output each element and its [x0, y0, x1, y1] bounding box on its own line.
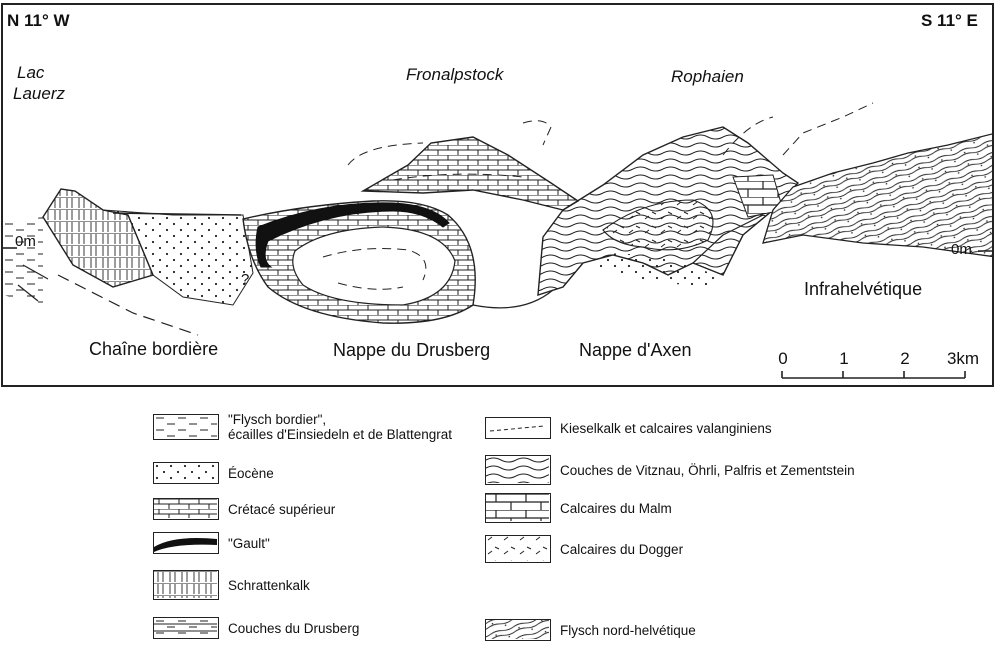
unit-label-axen: Nappe d'Axen — [579, 340, 692, 360]
fronalpstock-dashes-2 — [347, 142, 424, 166]
legend-swatch-gault — [153, 532, 219, 554]
legend-swatch-malm — [485, 493, 551, 523]
legend-item-gault: "Gault" — [153, 532, 270, 554]
legend-label-flysch-bordier-line1: "Flysch bordier", — [228, 412, 327, 427]
legend-label-dogger: Calcaires du Dogger — [560, 541, 684, 557]
eocene-band-axen — [598, 253, 723, 287]
scale-label-2: 2 — [900, 349, 910, 368]
fronalpstock-summit — [360, 136, 580, 211]
legend-item-flysch-nord: Flysch nord-helvétique — [485, 619, 696, 641]
legend-item-kieselkalk: Kieselkalk et calcaires valanginiens — [485, 417, 772, 439]
cross-section: N 11° W S 11° E Lac Lauerz Fronalpstock … — [1, 3, 994, 387]
drusberg-inner-dash-2 — [337, 282, 404, 290]
chaine-ridge — [42, 188, 154, 288]
thrust-line-left — [57, 274, 199, 336]
legend-label-kieselkalk: Kieselkalk et calcaires valanginiens — [560, 420, 772, 436]
legend-label-flysch-nord: Flysch nord-helvétique — [560, 622, 696, 638]
air-trace-3 — [722, 116, 774, 156]
legend-item-eocene: Éocène — [153, 462, 274, 484]
legend-swatch-couches-drusberg — [153, 617, 219, 639]
place-label-rophaien: Rophaien — [671, 67, 744, 86]
unit-label-drusberg: Nappe du Drusberg — [333, 340, 491, 360]
dashed-base-left — [17, 264, 49, 302]
legend-swatch-cretace-superieur — [153, 498, 219, 520]
legend-label-eocene: Éocène — [228, 465, 274, 481]
legend-item-cretace-superieur: Crétacé supérieur — [153, 498, 335, 520]
axen-core — [602, 199, 714, 251]
query-mark: ? — [241, 271, 250, 288]
legend-item-couches-drusberg: Couches du Drusberg — [153, 617, 359, 639]
legend-label-flysch-bordier: "Flysch bordier", écailles d'Einsiedeln … — [228, 412, 452, 442]
orientation-south-label: S 11° E — [921, 11, 978, 30]
legend-swatch-schrattenkalk — [153, 570, 219, 600]
eocene-fine-top — [112, 212, 242, 216]
air-trace-2 — [782, 102, 874, 156]
chaine-flysch-area — [3, 217, 43, 305]
legend-item-malm: Calcaires du Malm — [485, 493, 672, 523]
legend-label-couches-drusberg: Couches du Drusberg — [228, 620, 360, 636]
legend-label-flysch-bordier-line2: écailles d'Einsiedeln et de Blattengrat — [228, 427, 452, 442]
legend-swatch-flysch-nord — [485, 619, 551, 641]
elevation-label-left: 0m — [15, 233, 36, 250]
scale-label-1: 1 — [839, 349, 849, 368]
legend-item-flysch-bordier: "Flysch bordier", écailles d'Einsiedeln … — [153, 412, 452, 442]
flysch-nord-area — [762, 133, 992, 258]
air-trace-1 — [522, 120, 552, 146]
unit-label-infra: Infrahelvétique — [804, 279, 923, 299]
legend-swatch-vitznau — [485, 455, 551, 485]
scale-bar — [781, 371, 966, 379]
legend-label-vitznau: Couches de Vitznau, Öhrli, Palfris et Ze… — [560, 462, 855, 478]
legend-label-gault: "Gault" — [228, 535, 270, 551]
place-label-lake-line1: Lac — [17, 63, 45, 82]
elevation-label-right: 0m — [951, 241, 972, 258]
legend-label-schrattenkalk: Schrattenkalk — [228, 577, 310, 593]
legend-swatch-dogger — [485, 535, 551, 563]
legend-label-cretace-superieur: Crétacé supérieur — [228, 501, 336, 517]
legend-item-vitznau: Couches de Vitznau, Öhrli, Palfris et Ze… — [485, 455, 855, 485]
gault-band — [255, 202, 450, 268]
thrust-line-right — [692, 214, 764, 264]
drusberg-core — [292, 226, 456, 306]
legend-item-dogger: Calcaires du Dogger — [485, 535, 683, 563]
scale-label-0: 0 — [778, 349, 788, 368]
legend-swatch-eocene — [153, 462, 219, 484]
cross-section-drawing — [3, 102, 992, 379]
legend-label-malm: Calcaires du Malm — [560, 500, 672, 516]
place-label-lake: Lac Lauerz — [13, 63, 65, 104]
place-label-lake-line2: Lauerz — [13, 84, 65, 103]
scale-label-3km: 3km — [946, 349, 980, 368]
thrust-line-mid — [472, 289, 554, 309]
fronalpstock-dashes-1 — [392, 173, 524, 181]
legend-swatch-kieselkalk — [485, 417, 551, 439]
orientation-north-label: N 11° W — [7, 11, 70, 30]
legend-swatch-flysch-bordier — [153, 414, 219, 440]
drusberg-inner-dash-1 — [322, 248, 427, 281]
legend-item-schrattenkalk: Schrattenkalk — [153, 570, 310, 600]
unit-label-chaine: Chaîne bordière — [89, 339, 219, 359]
place-label-fronalpstock: Fronalpstock — [406, 65, 504, 84]
